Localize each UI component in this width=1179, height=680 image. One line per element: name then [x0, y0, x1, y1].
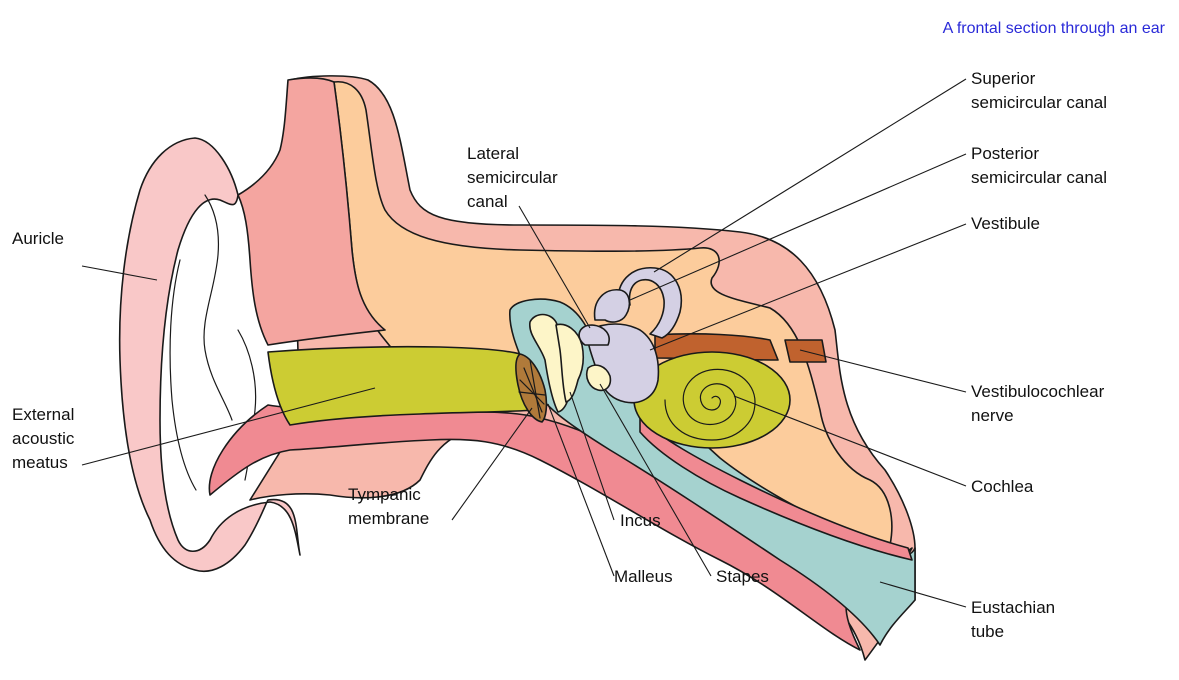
label-cochlea: Cochlea: [971, 477, 1034, 496]
auricle-fold-1: [170, 260, 196, 490]
label-tympanic-membrane: Tympanic membrane: [348, 485, 429, 528]
label-superior-semicircular-canal: Superior semicircular canal: [971, 69, 1107, 112]
label-incus: Incus: [620, 511, 661, 530]
label-stapes: Stapes: [716, 567, 769, 586]
label-malleus: Malleus: [614, 567, 673, 586]
label-lateral-semicircular-canal: Lateral semicircular canal: [467, 144, 562, 211]
label-eustachian-tube: Eustachian tube: [971, 598, 1060, 641]
auricle-fold-2: [204, 195, 232, 420]
label-vestibulocochlear-nerve: Vestibulocochlear nerve: [971, 382, 1109, 425]
label-vestibule: Vestibule: [971, 214, 1040, 233]
diagram-title: A frontal section through an ear: [943, 20, 1166, 37]
label-posterior-semicircular-canal: Posterior semicircular canal: [971, 144, 1107, 187]
label-external-acoustic-meatus: External acoustic meatus: [12, 405, 79, 472]
label-auricle: Auricle: [12, 229, 64, 248]
